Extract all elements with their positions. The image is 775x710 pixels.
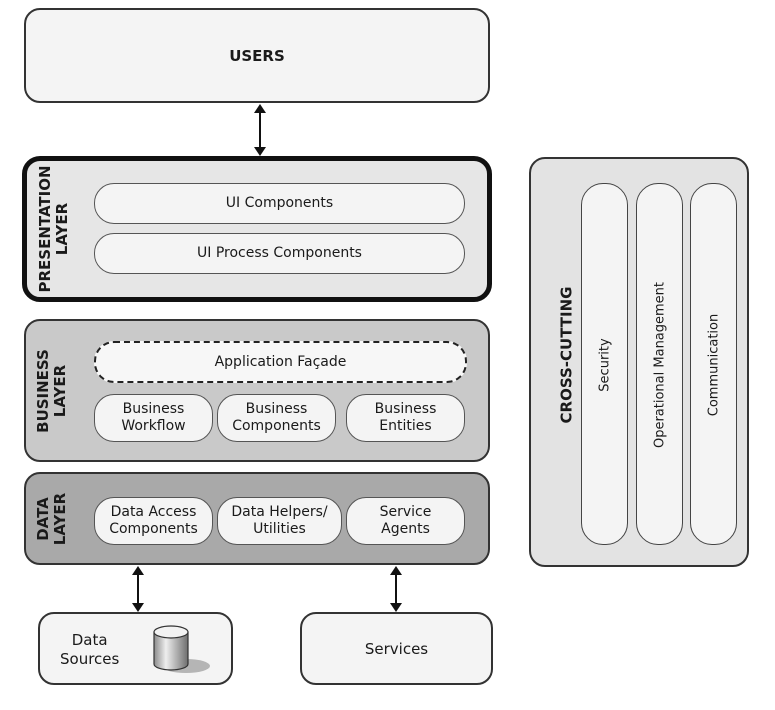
services-label: Services [364,639,429,658]
ui-components: UI Components [94,183,465,224]
presentation-layer-label: PRESENTATION LAYER [36,165,71,293]
database-icon [153,625,210,673]
users-box: USERS [24,8,490,103]
services-box: Services [300,612,493,685]
presentation-layer: PRESENTATION LAYER UI Components UI Proc… [22,156,492,302]
security-concern: Security [581,183,628,545]
users-presentation-arrow [254,104,266,156]
services-arrow [390,566,402,612]
data-sources-label: Data Sources [60,631,120,668]
cross-cutting-label: CROSS-CUTTING [557,286,576,424]
business-layer-label: BUSINESS LAYER [34,349,69,433]
users-label: USERS [229,46,285,65]
data-sources-box: Data Sources [38,612,233,685]
data-layer-label: DATA LAYER [34,492,69,546]
application-facade: Application Façade [94,341,467,383]
communication-concern: Communication [690,183,737,545]
data-helpers-utilities: Data Helpers/Utilities [217,497,342,545]
operational-management-concern: Operational Management [636,183,683,545]
data-sources-arrow [132,566,144,612]
business-layer: BUSINESS LAYER Application Façade Busine… [24,319,490,462]
ui-process-components: UI Process Components [94,233,465,274]
